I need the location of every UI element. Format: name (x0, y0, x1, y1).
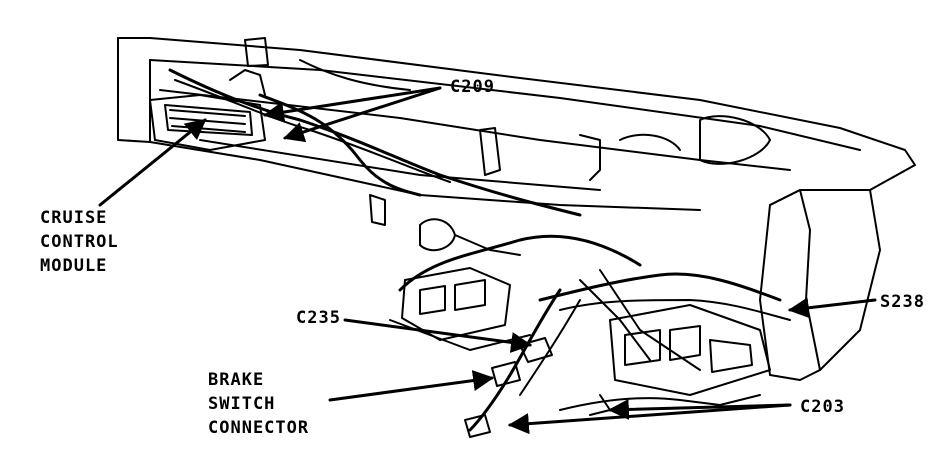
label-brake-switch-connector: BRAKE SWITCH CONNECTOR (208, 368, 309, 440)
module-housing (149, 94, 266, 151)
harness-lower (398, 234, 642, 292)
leader-c203-a (507, 403, 792, 435)
leader-c203-b (607, 398, 792, 420)
label-c209: C209 (450, 77, 495, 97)
junction-block (609, 304, 771, 396)
relay-box (401, 267, 511, 341)
label-c203: C203 (800, 397, 845, 417)
leader-cruise-module (98, 118, 207, 207)
leader-brake-switch (328, 370, 495, 402)
dash-top-inner (149, 59, 861, 151)
leader-c209-a (262, 86, 442, 123)
label-s238: S238 (880, 292, 925, 312)
label-c235: C235 (296, 308, 341, 328)
harness-main (168, 68, 582, 217)
leader-s238 (787, 297, 877, 319)
label-cruise-line-2: CONTROL (40, 232, 119, 252)
label-cruise-line-3: MODULE (40, 256, 108, 276)
leader-c209-b (283, 86, 442, 143)
leader-c235 (343, 318, 533, 353)
right-kick-panel (759, 189, 821, 381)
label-cruise-control-module: CRUISE CONTROL MODULE (40, 206, 119, 278)
label-brake-line-2: SWITCH (208, 394, 276, 414)
dash-top-outline (117, 37, 916, 206)
label-cruise-line-1: CRUISE (40, 208, 108, 228)
dash-front-edge (117, 37, 151, 143)
brake-switch-harness (468, 288, 562, 432)
label-brake-line-3: CONNECTOR (208, 418, 310, 438)
label-brake-line-1: BRAKE (208, 370, 265, 390)
